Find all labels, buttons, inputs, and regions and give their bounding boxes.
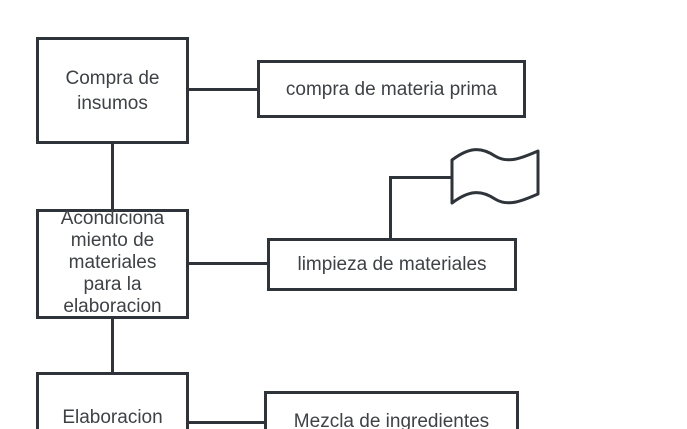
connector-insumos-to-materia-prima xyxy=(189,88,257,91)
connector-acondicionamiento-to-elaboracion xyxy=(111,319,114,372)
connector-elaboracion-to-mezcla xyxy=(189,421,264,424)
process-box-acondicionamiento[interactable]: Acondiciona miento de materiales para la… xyxy=(36,207,189,319)
connector-flag-horizontal-segment xyxy=(389,176,452,179)
connector-acondicionamiento-to-limpieza xyxy=(189,262,267,265)
process-box-label: Mezcla de ingredientes xyxy=(293,410,490,429)
connector-insumos-to-acondicionamiento xyxy=(111,144,114,209)
process-box-label: Elaboracion xyxy=(62,406,163,428)
process-box-label: compra de materia prima xyxy=(285,78,498,100)
process-box-mezcla-ingredientes[interactable]: Mezcla de ingredientes xyxy=(264,391,519,429)
process-box-elaboracion[interactable]: Elaboracion xyxy=(36,372,189,429)
flag-icon[interactable] xyxy=(450,145,540,207)
process-box-compra-materia-prima[interactable]: compra de materia prima xyxy=(257,60,526,118)
process-box-limpieza-materiales[interactable]: limpieza de materiales xyxy=(267,238,517,291)
connector-flag-vertical-segment xyxy=(389,176,392,238)
process-box-compra-insumos[interactable]: Compra de insumos xyxy=(36,37,189,144)
wavy-flag-path xyxy=(450,148,540,205)
process-box-label: limpieza de materiales xyxy=(297,254,487,275)
process-box-label: Compra de insumos xyxy=(65,67,160,114)
process-box-label: Acondiciona miento de materiales para la… xyxy=(60,207,165,317)
